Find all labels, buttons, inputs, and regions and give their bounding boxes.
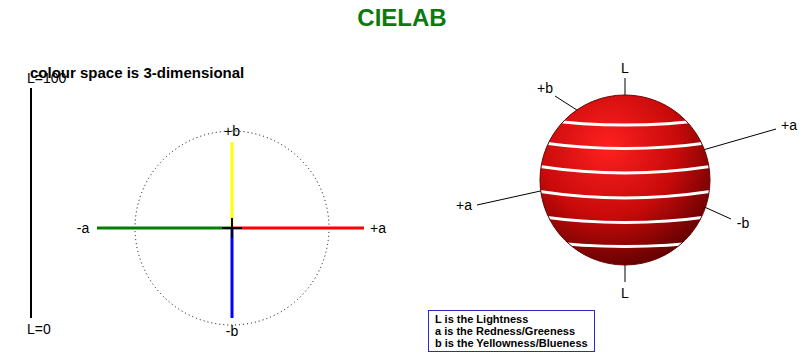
sphere-outline	[540, 95, 710, 265]
axis-label: +a	[370, 220, 386, 236]
axis-label: -b	[226, 323, 238, 339]
axis-label: +b	[537, 80, 553, 96]
sphere-band	[530, 215, 720, 223]
origin-cross	[231, 218, 233, 238]
sphere-axis	[625, 264, 626, 282]
explanation-text: b is the Yellowness/Blueness	[435, 337, 588, 349]
green-axis	[97, 227, 232, 230]
sphere-band	[530, 240, 720, 247]
axis-label: +a	[781, 117, 797, 133]
diagram-title: CIELAB	[357, 4, 446, 32]
yellow-axis	[231, 142, 234, 228]
axis-end-label: L=100	[27, 70, 66, 86]
sphere-band	[530, 118, 720, 125]
sphere-band	[530, 165, 720, 173]
axis-label: -a	[77, 220, 89, 236]
axis-end-label: L=0	[27, 321, 51, 337]
axis-label: -b	[737, 215, 749, 231]
sphere-axis	[477, 190, 545, 205]
explanation-text: L is the Lightness	[435, 313, 588, 325]
red-axis	[232, 227, 364, 230]
explanation-text: a is the Redness/Greeness	[435, 325, 588, 337]
axis-label: +b	[224, 123, 240, 139]
sphere-bands	[530, 118, 720, 247]
lightness-axis	[30, 88, 32, 318]
axis-label: L	[621, 60, 629, 76]
sphere-axis	[555, 96, 580, 112]
axis-label: +a	[456, 197, 472, 213]
axis-label: L	[621, 285, 629, 301]
sphere-axis	[703, 129, 776, 150]
colour-sphere	[540, 95, 710, 265]
legend-box: L is the Lightnessa is the Redness/Green…	[428, 310, 595, 352]
sphere-axis	[625, 78, 626, 96]
sphere-band	[530, 190, 720, 198]
blue-axis	[231, 228, 234, 318]
sphere-band	[530, 141, 720, 149]
